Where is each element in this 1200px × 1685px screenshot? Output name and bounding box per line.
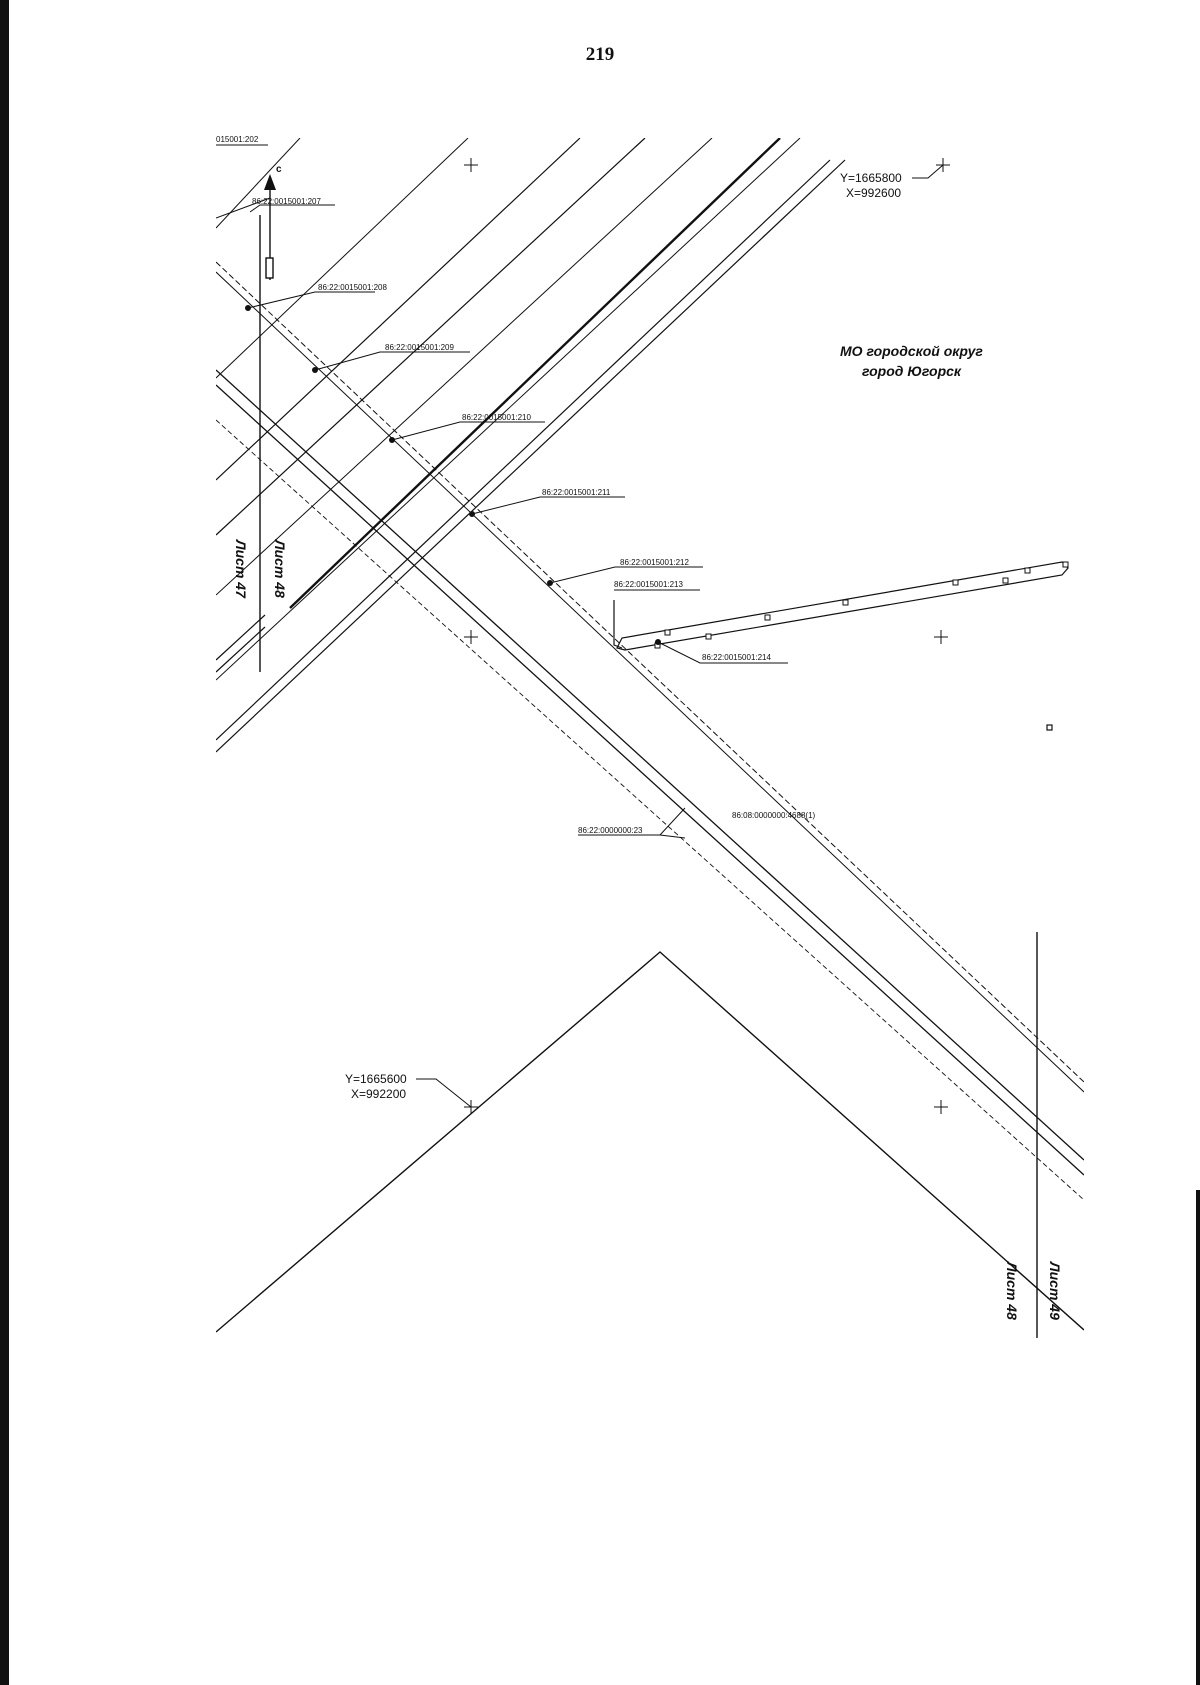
page-number: 219: [585, 44, 615, 65]
leader-lines: [247, 204, 788, 839]
scan-edge-left: [0, 0, 9, 1685]
parcel-label-214: 86:22:0015001:214: [702, 653, 772, 662]
parcel-label-212: 86:22:0015001:212: [620, 558, 690, 567]
road-line: [216, 419, 1084, 1201]
coord-label-bottom-left: Y=1665600 X=992200: [345, 1072, 472, 1108]
corridor-line: [216, 138, 469, 379]
parcel-label-213: 86:22:0015001:213: [614, 580, 684, 589]
region-label-line2: город Югорск: [862, 363, 962, 379]
parcel-label-207: 86:22:0015001:207: [252, 197, 322, 206]
parcel-label-211: 86:22:0015001:211: [542, 488, 611, 497]
region-label-line1: МО городской округ: [840, 343, 983, 359]
sheet-label-left-47: Лист 47: [233, 539, 249, 599]
corridor-line: [216, 159, 831, 741]
road-line: [216, 261, 1084, 1083]
north-letter: c: [276, 164, 282, 175]
scan-edge-right: [1196, 1190, 1200, 1685]
coord-label-top-right: Y=1665800 X=992600: [840, 164, 944, 200]
corridor-line: [216, 138, 301, 229]
boundary-chevron: [216, 951, 1084, 1333]
road-line: [216, 384, 1084, 1176]
sheet-label-left-48: Лист 48: [272, 539, 288, 598]
sheet-label-right-49: Лист 49: [1047, 1261, 1063, 1320]
top-cut-label: 015001:202: [216, 135, 259, 144]
road-line: [216, 369, 1084, 1161]
coord-x-bottom: X=992200: [351, 1087, 406, 1101]
parcel-label-208: 86:22:0015001:208: [318, 283, 388, 292]
parcel-strip: [613, 561, 1069, 651]
grid-crosses: [464, 158, 950, 1114]
parcel-label-209: 86:22:0015001:209: [385, 343, 455, 352]
corridor-line: [289, 138, 781, 609]
parcel-label-23: 86:22:0000000:23: [578, 826, 643, 835]
corridor-line: [216, 138, 646, 536]
coord-y-top: Y=1665800: [840, 171, 902, 185]
corridor-line: [216, 138, 801, 681]
north-arrow-icon: c: [264, 164, 282, 280]
coord-x-top: X=992600: [846, 186, 901, 200]
corridor-line: [216, 626, 266, 673]
corridor-line: [216, 614, 266, 661]
parcel-label-210: 86:22:0015001:210: [462, 413, 532, 422]
sheet-label-right-48: Лист 48: [1004, 1261, 1020, 1320]
survey-point: [1046, 724, 1053, 731]
coord-y-bottom: Y=1665600: [345, 1072, 407, 1086]
parcel-label-4688: 86:08:0000000:4688(1): [732, 811, 816, 820]
parcel-points: [245, 305, 661, 645]
road-line: [216, 197, 271, 219]
corridor-line: [216, 159, 846, 753]
corridor-line: [216, 138, 581, 481]
road-line: [216, 271, 1084, 1093]
corridor-line: [216, 138, 713, 596]
